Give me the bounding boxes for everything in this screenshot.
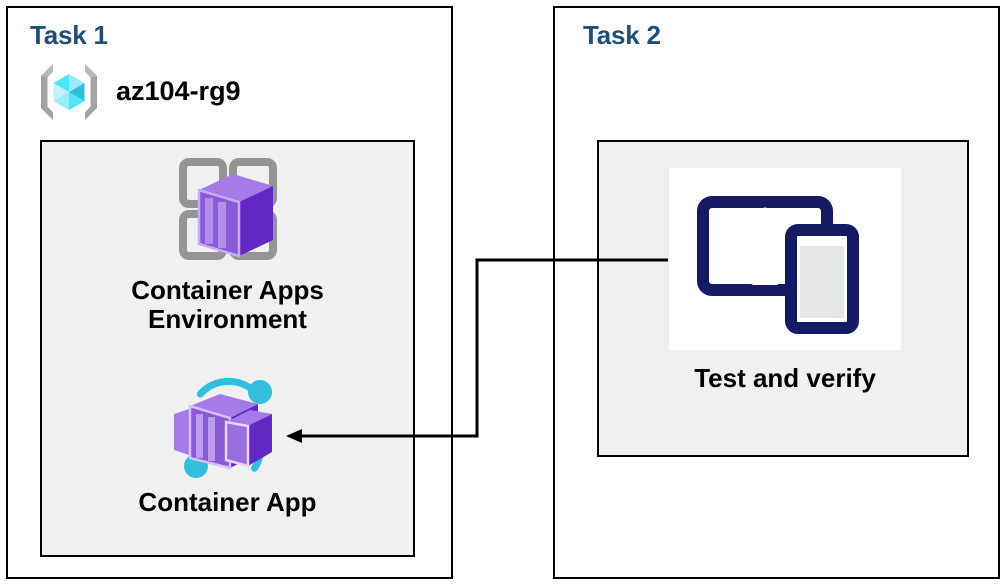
node-container-app: Container App xyxy=(60,372,395,517)
resource-group-label: az104-rg9 xyxy=(116,75,241,106)
node-test-and-verify: Test and verify xyxy=(640,168,930,393)
resource-group-icon xyxy=(36,58,102,124)
task-2-title: Task 2 xyxy=(583,20,661,50)
container-apps-environment-label: Container Apps Environment xyxy=(131,275,324,335)
devices-tablet-phone-icon xyxy=(695,184,875,334)
node-container-apps-environment: Container Apps Environment xyxy=(60,152,395,334)
container-apps-environment-icon xyxy=(163,152,293,272)
task-1-title: Task 1 xyxy=(30,20,108,50)
test-and-verify-label: Test and verify xyxy=(694,363,876,393)
container-app-label: Container App xyxy=(138,487,317,517)
container-app-icon xyxy=(162,372,294,484)
resource-group-header: az104-rg9 xyxy=(36,58,241,124)
test-and-verify-tile xyxy=(669,168,901,350)
